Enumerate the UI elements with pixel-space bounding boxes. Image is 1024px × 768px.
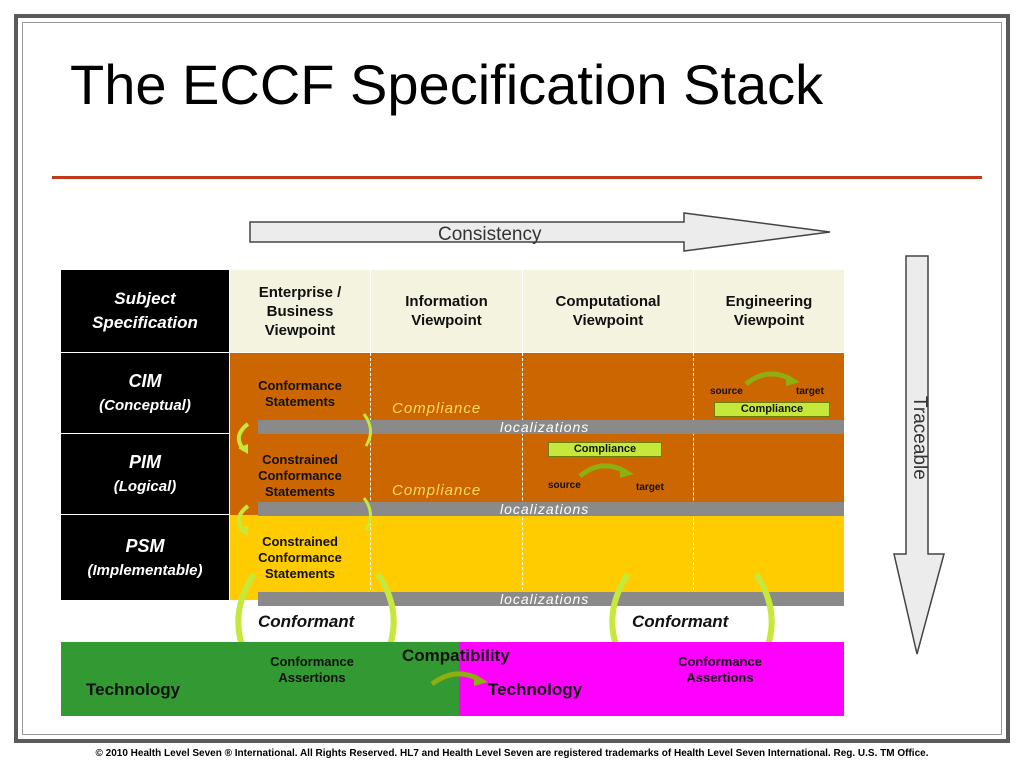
psm-enterprise-text: Constrained Conformance Statements xyxy=(240,534,360,582)
conformant-bubble-right xyxy=(620,608,770,636)
pim-enterprise-line2: Conformance xyxy=(258,468,342,483)
column-header-computational-line1: Computational xyxy=(555,293,661,310)
column-header-enterprise: Enterprise / Business Viewpoint xyxy=(230,270,370,352)
cim-enterprise-text: Conformance Statements xyxy=(240,378,360,410)
compatibility-label: Compatibility xyxy=(402,646,510,665)
assertions-right: Conformance Assertions xyxy=(660,654,780,686)
localizations-label-1: localizations xyxy=(500,419,590,435)
divider-3 xyxy=(693,353,694,600)
compatibility-curved-arrow-icon xyxy=(430,671,488,687)
row-header-cim-line2: (Conceptual) xyxy=(99,397,191,414)
traceable-arrow-icon xyxy=(893,255,945,655)
localizations-bar-1 xyxy=(258,420,844,434)
psm-enterprise-line2: Conformance xyxy=(258,550,342,565)
pim-enterprise-text: Constrained Conformance Statements xyxy=(240,452,360,500)
traceable-label: Traceable xyxy=(909,396,930,480)
computational-compliance-box: Compliance xyxy=(548,442,662,457)
psm-enterprise-line1: Constrained xyxy=(262,534,338,549)
pim-compliance-label: Compliance xyxy=(392,482,482,499)
column-header-information: Information Viewpoint xyxy=(371,270,522,352)
row-header-pim-line2: (Logical) xyxy=(113,478,177,495)
engineering-source-label: source xyxy=(710,386,743,397)
title-rule xyxy=(52,176,982,179)
cim-pim-refine-arrow-icon xyxy=(236,422,250,454)
row-header-subject: Subject Specification xyxy=(61,270,229,352)
assertions-left-line2: Assertions xyxy=(278,670,346,685)
column-header-engineering-line1: Engineering xyxy=(725,293,813,310)
conformant-bubble-left xyxy=(246,608,386,636)
assertions-left-line1: Conformance xyxy=(270,654,354,669)
psm-band xyxy=(230,515,844,600)
row-header-subject-line1: Subject xyxy=(114,289,176,308)
consistency-label: Consistency xyxy=(438,224,542,245)
localizations-label-2: localizations xyxy=(500,501,590,517)
slide-title: The ECCF Specification Stack xyxy=(70,53,824,116)
engineering-curved-arrow-icon xyxy=(744,371,800,386)
column-header-engineering: Engineering Viewpoint xyxy=(694,270,844,352)
row-header-subject-line2: Specification xyxy=(92,313,198,332)
localizations-bar-2 xyxy=(258,502,844,516)
row-header-pim: PIM (Logical) xyxy=(61,434,229,514)
row-header-pim-line1: PIM xyxy=(128,452,161,472)
column-header-engineering-line2: Viewpoint xyxy=(733,312,805,329)
localizations-label-3: localizations xyxy=(500,591,590,607)
technology-label-left: Technology xyxy=(86,680,181,699)
computational-curved-arrow-icon xyxy=(578,463,634,478)
computational-target-label: target xyxy=(636,482,664,493)
cim-enterprise-line1: Conformance xyxy=(258,378,342,393)
divider-1 xyxy=(370,353,371,600)
assertions-right-line1: Conformance xyxy=(678,654,762,669)
row-header-psm-line1: PSM xyxy=(125,535,165,556)
column-header-enterprise-line2: Business xyxy=(266,302,334,320)
pim-compliance-arrow-icon xyxy=(362,497,372,531)
row-header-psm-line2: (Implementable) xyxy=(87,561,203,579)
column-header-enterprise-line1: Enterprise / xyxy=(258,283,342,301)
row-header-psm: PSM (Implementable) xyxy=(61,515,229,600)
eccf-diagram: Consistency Traceable Subject Specificat… xyxy=(30,212,990,719)
copyright-footer: © 2010 Health Level Seven ® Internationa… xyxy=(95,748,929,759)
row-header-cim-line1: CIM xyxy=(128,371,162,391)
assertions-left: Conformance Assertions xyxy=(252,654,372,686)
column-header-computational: Computational Viewpoint xyxy=(523,270,693,352)
conformant-label-right: Conformant xyxy=(632,612,729,631)
consistency-arrow-icon xyxy=(249,212,831,252)
computational-source-label: source xyxy=(548,480,581,491)
engineering-compliance-box: Compliance xyxy=(714,402,830,417)
engineering-target-label: target xyxy=(796,386,824,397)
cim-enterprise-line2: Statements xyxy=(264,394,336,409)
pim-psm-refine-arrow-icon xyxy=(236,504,250,536)
technology-magenta-bar xyxy=(459,642,844,716)
psm-enterprise-line3: Statements xyxy=(264,566,336,581)
technology-label-right: Technology xyxy=(488,680,583,699)
column-header-information-line2: Viewpoint xyxy=(411,312,482,329)
pim-enterprise-line3: Statements xyxy=(264,484,336,499)
assertions-right-line2: Assertions xyxy=(686,670,754,685)
divider-2 xyxy=(522,353,523,600)
column-header-information-line1: Information xyxy=(405,293,488,310)
column-header-enterprise-line3: Viewpoint xyxy=(264,321,336,339)
localizations-bar-3 xyxy=(258,592,844,606)
cim-compliance-label: Compliance xyxy=(392,400,482,417)
conformant-label-left: Conformant xyxy=(258,612,355,631)
slide-inner-border xyxy=(22,22,1002,735)
column-header-computational-line2: Viewpoint xyxy=(572,312,644,329)
pim-enterprise-line1: Constrained xyxy=(262,452,338,467)
cim-compliance-arrow-icon xyxy=(362,413,372,447)
cim-pim-band xyxy=(230,353,844,515)
row-header-cim: CIM (Conceptual) xyxy=(61,353,229,433)
technology-green-bar xyxy=(61,642,459,716)
